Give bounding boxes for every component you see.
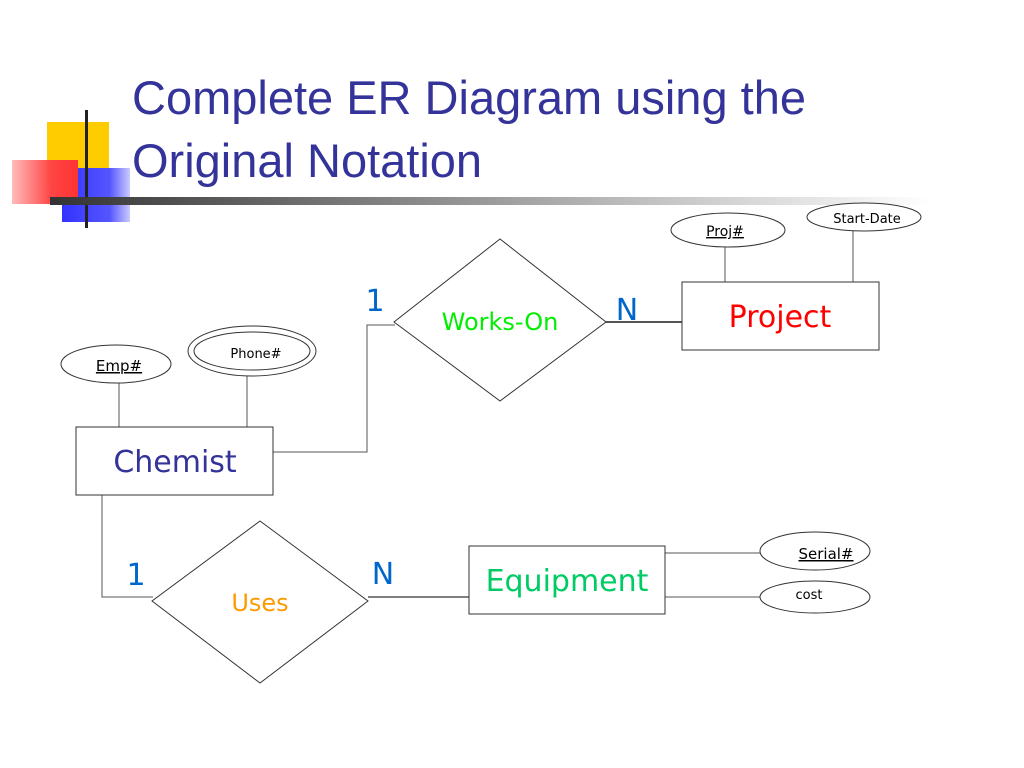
entity-equipment-label: Equipment <box>486 564 649 599</box>
attribute-emp-no-label: Emp# <box>96 357 142 375</box>
attribute-proj-no <box>670 212 786 248</box>
relationship-uses-label: Uses <box>231 589 288 617</box>
attribute-start-date-label: Start-Date <box>833 212 901 227</box>
entity-project-label: Project <box>729 300 832 335</box>
entity-chemist-label: Chemist <box>113 445 237 480</box>
attribute-serial-no-label: Serial# <box>798 545 853 563</box>
cardinality-uses-chemist: 1 <box>126 558 145 593</box>
slide-title-line-1: Complete ER Diagram using the <box>132 71 806 124</box>
title-underline <box>50 197 930 205</box>
cardinality-works-on-project: N <box>616 293 638 328</box>
deco-red-square <box>12 160 78 204</box>
deco-vertical-line <box>85 110 88 228</box>
attribute-phone-no-label: Phone# <box>230 347 281 362</box>
attribute-start-date <box>806 202 922 232</box>
entity-equipment <box>468 545 666 615</box>
connector-chemist-works-on <box>273 324 395 453</box>
relationship-uses <box>151 520 369 684</box>
attribute-cost <box>759 580 871 614</box>
attribute-phone-no <box>193 331 311 371</box>
connector-chemist-uses <box>101 495 153 598</box>
cardinality-works-on-chemist: 1 <box>365 284 384 319</box>
attribute-serial-no <box>759 531 871 571</box>
relationship-works-on-label: Works-On <box>442 308 559 336</box>
cardinality-uses-equipment: N <box>372 557 394 592</box>
entity-chemist <box>75 426 274 496</box>
attribute-cost-label: cost <box>796 588 823 603</box>
attribute-proj-no-label: Proj# <box>706 224 744 240</box>
slide-title-line-2: Original Notation <box>132 134 483 187</box>
attribute-emp-no <box>60 344 172 384</box>
relationship-works-on <box>393 238 607 402</box>
entity-project <box>681 281 880 351</box>
